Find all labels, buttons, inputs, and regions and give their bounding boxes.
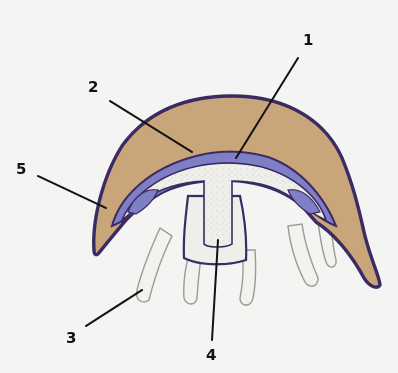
label-3: 3 (66, 329, 76, 347)
label-5: 5 (16, 160, 26, 178)
label-1: 1 (303, 31, 313, 49)
leader-5 (38, 176, 106, 208)
label-2: 2 (88, 78, 98, 96)
tentacle-right-outer (288, 224, 318, 286)
label-4: 4 (206, 346, 216, 364)
leader-3 (86, 290, 142, 326)
